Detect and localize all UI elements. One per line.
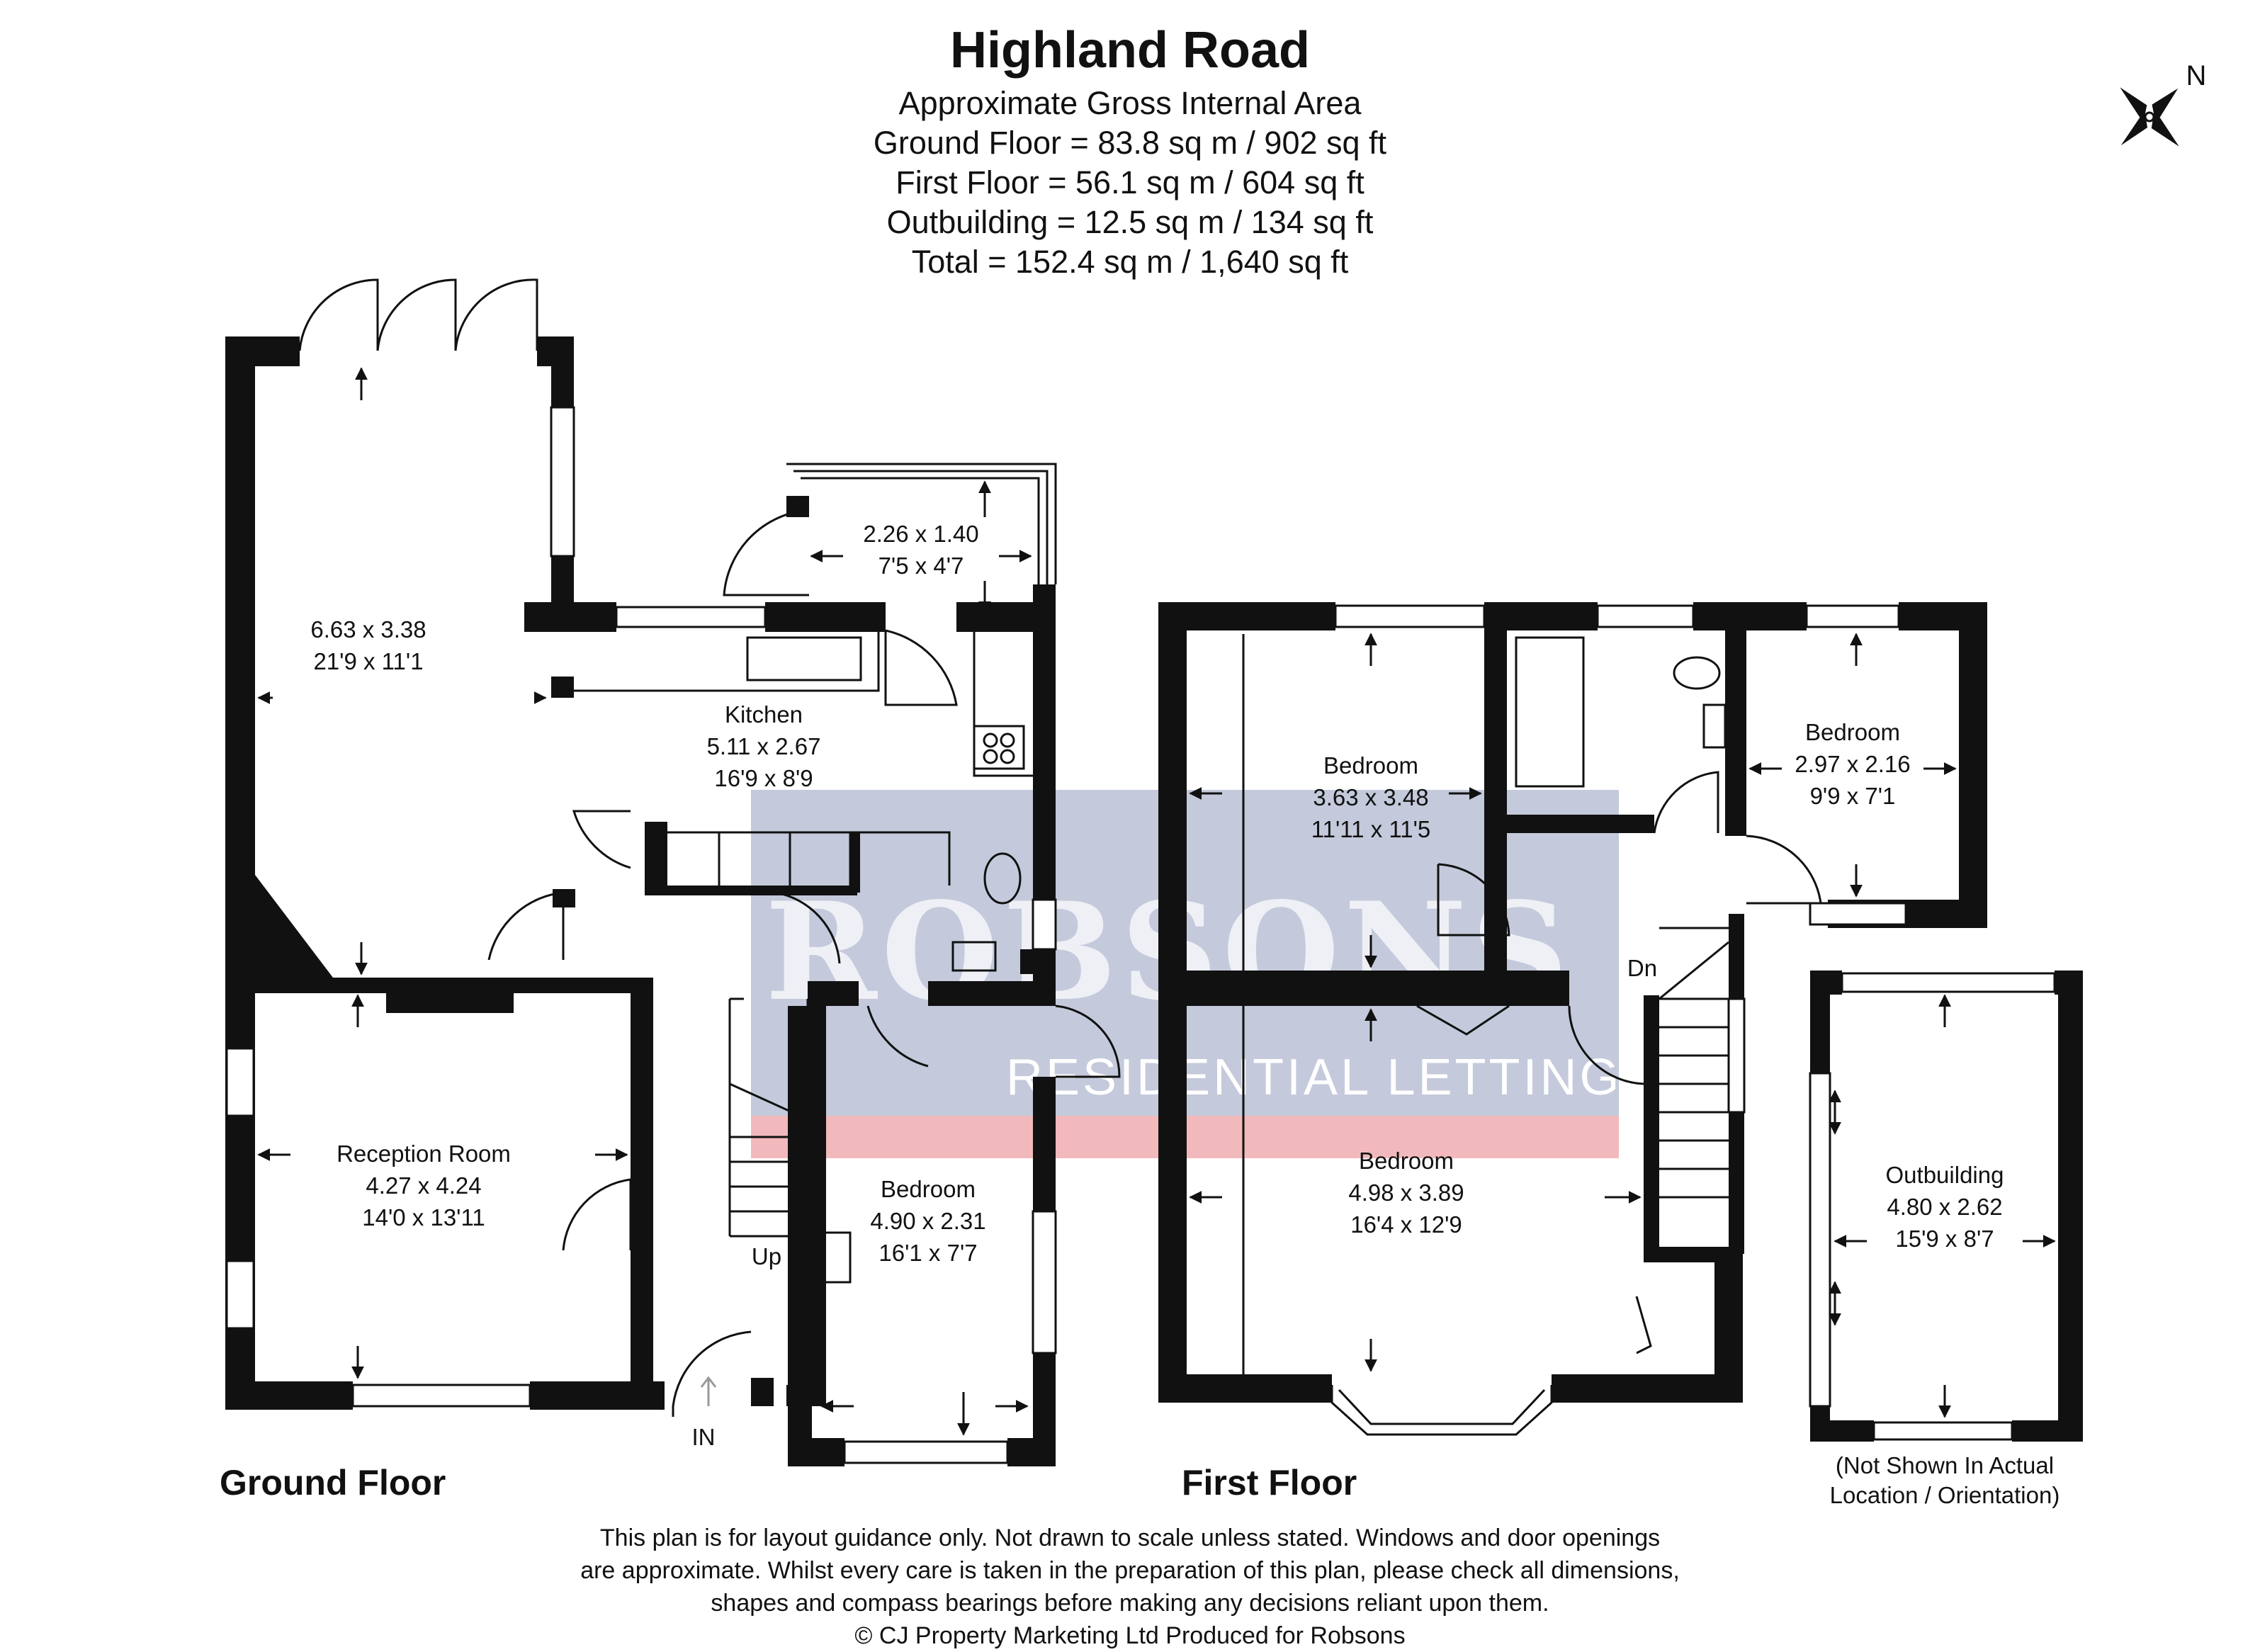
first-bedroom-2-imperial: 9'9 x 7'1 — [1810, 783, 1896, 809]
compass-rose-icon: N — [2120, 60, 2207, 147]
first-floor-label: First Floor — [1182, 1463, 1357, 1503]
reception-room-name: Reception Room — [337, 1141, 511, 1167]
ground-floor-plan: 6.63 x 3.38 21'9 x 11'1 2.26 x 1.40 7'5 … — [220, 278, 1121, 1503]
room-6-63-metric: 6.63 x 3.38 — [310, 616, 426, 643]
stairs-down-label: Dn — [1627, 955, 1657, 981]
outbuilding-metric: 4.80 x 2.62 — [1887, 1194, 2002, 1220]
ground-floor-area: Ground Floor = 83.8 sq m / 902 sq ft — [873, 125, 1387, 161]
outbuilding-note-line2: Location / Orientation) — [1830, 1482, 2060, 1508]
plan-title: Highland Road — [950, 22, 1310, 79]
first-bedroom-3-metric: 4.98 x 3.89 — [1348, 1179, 1464, 1206]
ground-floor-label: Ground Floor — [220, 1463, 446, 1503]
kitchen-metric: 5.11 x 2.67 — [707, 733, 821, 759]
first-bedroom-1-name: Bedroom — [1323, 752, 1418, 779]
ground-bedroom-imperial: 16'1 x 7'7 — [878, 1240, 977, 1266]
first-bedroom-1-imperial: 11'11 x 11'5 — [1311, 816, 1431, 842]
entrance-label: IN — [692, 1424, 716, 1450]
disclaimer-line-3: shapes and compass bearings before makin… — [711, 1590, 1549, 1617]
utility-metric: 2.26 x 1.40 — [863, 521, 978, 547]
ground-bedroom-metric: 4.90 x 2.31 — [870, 1208, 985, 1234]
first-floor-plan: Bedroom 3.63 x 3.48 11'11 x 11'5 Bedroom… — [1158, 602, 1987, 1503]
disclaimer-line-2: are approximate. Whilst every care is ta… — [580, 1557, 1680, 1584]
stairs-up-label: Up — [752, 1243, 781, 1269]
room-6-63-imperial: 21'9 x 11'1 — [313, 648, 423, 674]
kitchen-name: Kitchen — [725, 701, 803, 728]
kitchen-imperial: 16'9 x 8'9 — [714, 765, 813, 791]
first-floor-area: First Floor = 56.1 sq m / 604 sq ft — [895, 164, 1365, 200]
ground-bedroom-name: Bedroom — [881, 1176, 976, 1202]
disclaimer-line-1: This plan is for layout guidance only. N… — [599, 1524, 1661, 1551]
area-heading: Approximate Gross Internal Area — [898, 85, 1362, 121]
utility-imperial: 7'5 x 4'7 — [878, 553, 964, 579]
first-bedroom-2-metric: 2.97 x 2.16 — [1795, 751, 1910, 777]
first-bedroom-3-name: Bedroom — [1359, 1148, 1454, 1174]
compass-label: N — [2186, 60, 2207, 91]
outbuilding-plan: Outbuilding 4.80 x 2.62 15'9 x 8'7 (Not … — [1809, 971, 2083, 1508]
outbuilding-name: Outbuilding — [1886, 1162, 2004, 1188]
first-bedroom-2-name: Bedroom — [1805, 719, 1900, 745]
copyright-line: © CJ Property Marketing Ltd Produced for… — [854, 1622, 1406, 1649]
total-area: Total = 152.4 sq m / 1,640 sq ft — [911, 244, 1349, 280]
outbuilding-note-line1: (Not Shown In Actual — [1836, 1452, 2054, 1478]
disclaimer: This plan is for layout guidance only. N… — [0, 1522, 2260, 1652]
first-bedroom-1-metric: 3.63 x 3.48 — [1313, 784, 1428, 810]
outbuilding-imperial: 15'9 x 8'7 — [1895, 1226, 1994, 1252]
outbuilding-area: Outbuilding = 12.5 sq m / 134 sq ft — [886, 204, 1374, 240]
first-bedroom-3-imperial: 16'4 x 12'9 — [1350, 1211, 1462, 1238]
reception-room-imperial: 14'0 x 13'11 — [362, 1204, 485, 1230]
reception-room-metric: 4.27 x 4.24 — [366, 1172, 481, 1199]
